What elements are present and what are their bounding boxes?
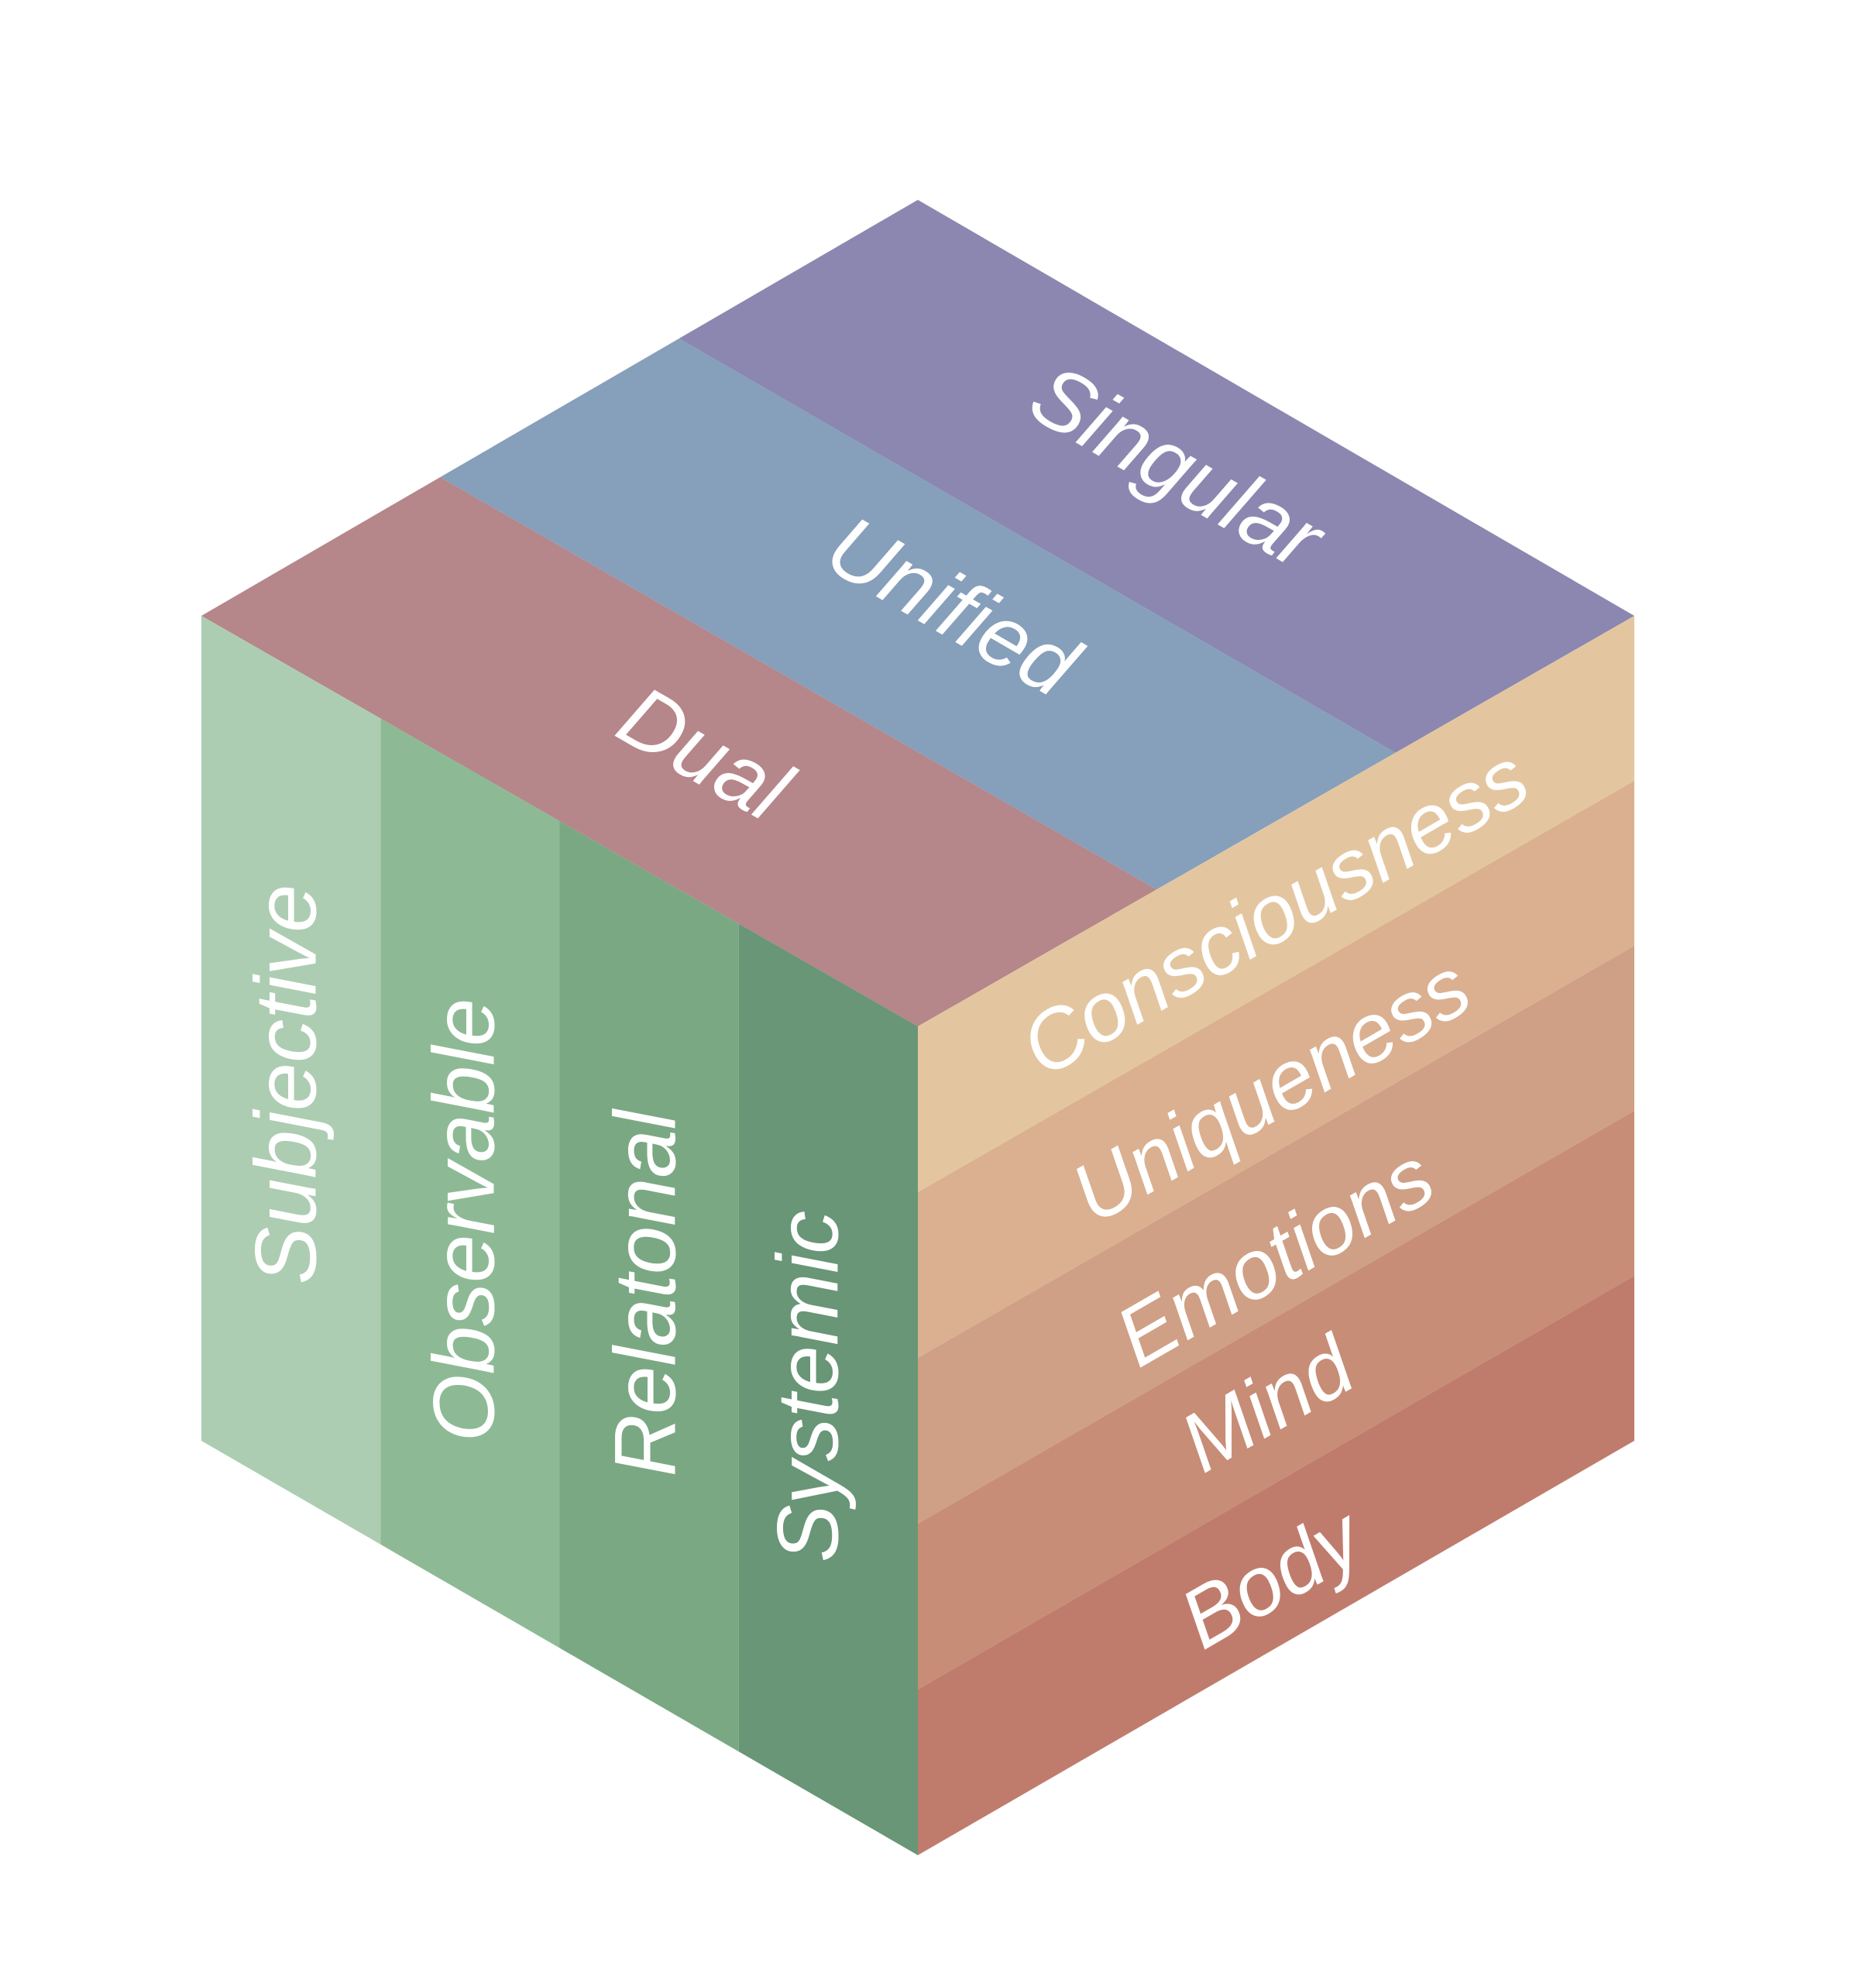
right-layer-body	[918, 1276, 1634, 1855]
right-layer-consciousness	[918, 616, 1634, 1192]
label-subjective: Subjective	[238, 885, 335, 1285]
right-layer-emotions	[918, 946, 1634, 1524]
label-observable: Observable	[416, 998, 513, 1442]
left-column-observable	[380, 718, 560, 1648]
right-layer-uniqueness	[918, 781, 1634, 1358]
top-face	[201, 200, 1635, 1026]
label-relatonal: Relatonal	[597, 1108, 694, 1476]
right-layer-mind	[918, 1111, 1634, 1689]
top-band-unified	[440, 339, 1396, 890]
top-band-dual	[201, 477, 1157, 1026]
left-column-subjective	[201, 616, 381, 1545]
left-face	[201, 616, 918, 1855]
left-column-relatonal	[559, 821, 739, 1752]
left-column-systemic	[738, 923, 918, 1855]
right-face	[918, 616, 1634, 1855]
top-band-singular	[679, 200, 1635, 753]
label-systemic: Systemic	[760, 1211, 857, 1562]
